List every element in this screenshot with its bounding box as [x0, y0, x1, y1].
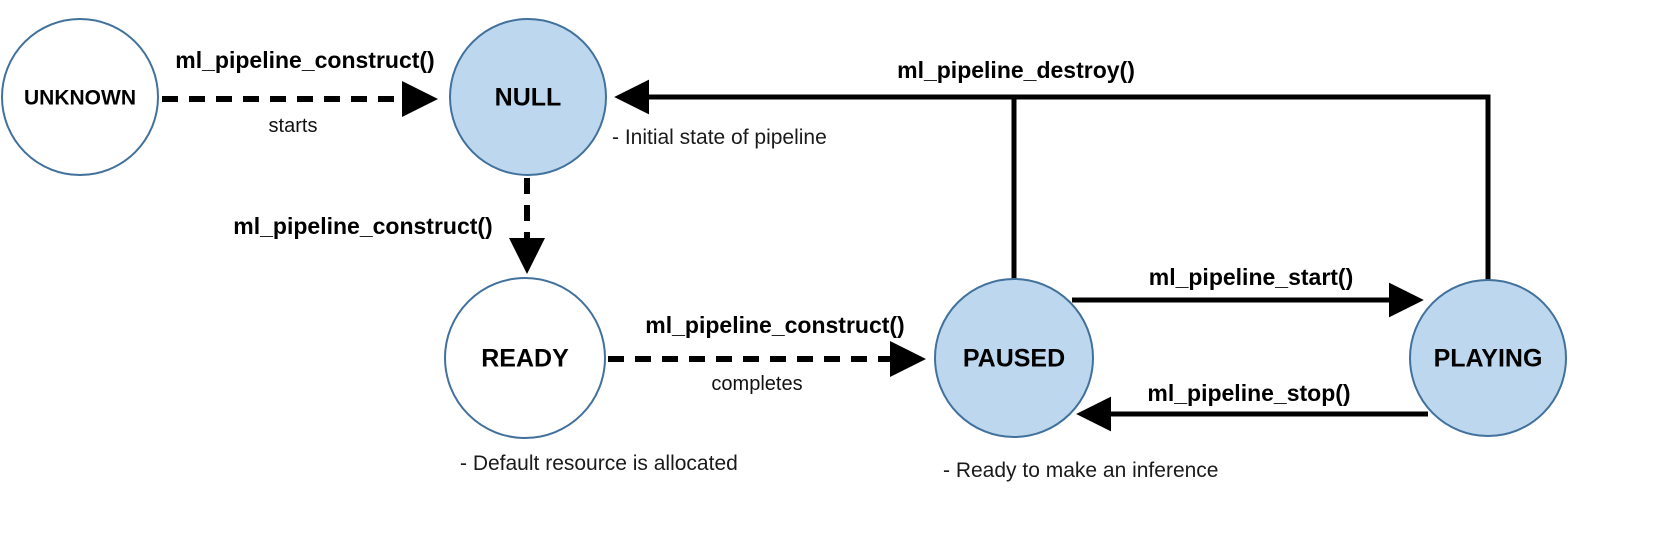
node-playing-circle[interactable] — [1409, 279, 1567, 437]
edge-destroy-to-null-label: ml_pipeline_destroy() — [897, 57, 1135, 83]
annotation-ready-default-resource: - Default resource is allocated — [460, 452, 738, 475]
edge-ready-to-paused: ml_pipeline_construct() completes — [608, 312, 926, 395]
node-paused-label: PAUSED — [963, 345, 1065, 373]
node-null[interactable]: NULL — [449, 18, 607, 176]
node-playing[interactable]: PLAYING — [1409, 279, 1567, 437]
edge-destroy-playing-path — [614, 79, 1491, 280]
edge-null-to-ready-label: ml_pipeline_construct() — [233, 213, 492, 239]
edge-unknown-to-null: ml_pipeline_construct() starts — [162, 47, 438, 137]
node-null-circle[interactable] — [449, 18, 607, 176]
edge-destroy-to-null: ml_pipeline_destroy() — [614, 57, 1491, 280]
edge-null-to-ready: ml_pipeline_construct() — [233, 178, 545, 274]
node-paused[interactable]: PAUSED — [934, 278, 1094, 438]
edge-playing-to-paused-label: ml_pipeline_stop() — [1147, 380, 1350, 406]
node-playing-label: PLAYING — [1434, 345, 1543, 373]
node-ready-circle[interactable] — [444, 277, 606, 439]
edge-unknown-to-null-sublabel: starts — [269, 115, 318, 137]
edge-ready-to-paused-sublabel: completes — [711, 373, 802, 395]
node-paused-circle[interactable] — [934, 278, 1094, 438]
annotation-paused-ready-inference: - Ready to make an inference — [943, 459, 1218, 482]
node-unknown-circle[interactable] — [1, 18, 159, 176]
edge-unknown-to-null-label: ml_pipeline_construct() — [175, 47, 434, 73]
node-ready[interactable]: READY — [444, 277, 606, 439]
node-unknown-label: UNKNOWN — [24, 87, 136, 110]
edge-paused-to-playing: ml_pipeline_start() — [1072, 264, 1424, 318]
edge-ready-to-paused-label: ml_pipeline_construct() — [645, 312, 904, 338]
edge-paused-to-playing-label: ml_pipeline_start() — [1149, 264, 1354, 290]
node-unknown[interactable]: UNKNOWN — [1, 18, 159, 176]
node-ready-label: READY — [481, 345, 569, 373]
edge-playing-to-paused: ml_pipeline_stop() — [1076, 380, 1428, 432]
node-null-label: NULL — [495, 84, 562, 112]
annotation-null-initial-state: - Initial state of pipeline — [612, 126, 827, 149]
